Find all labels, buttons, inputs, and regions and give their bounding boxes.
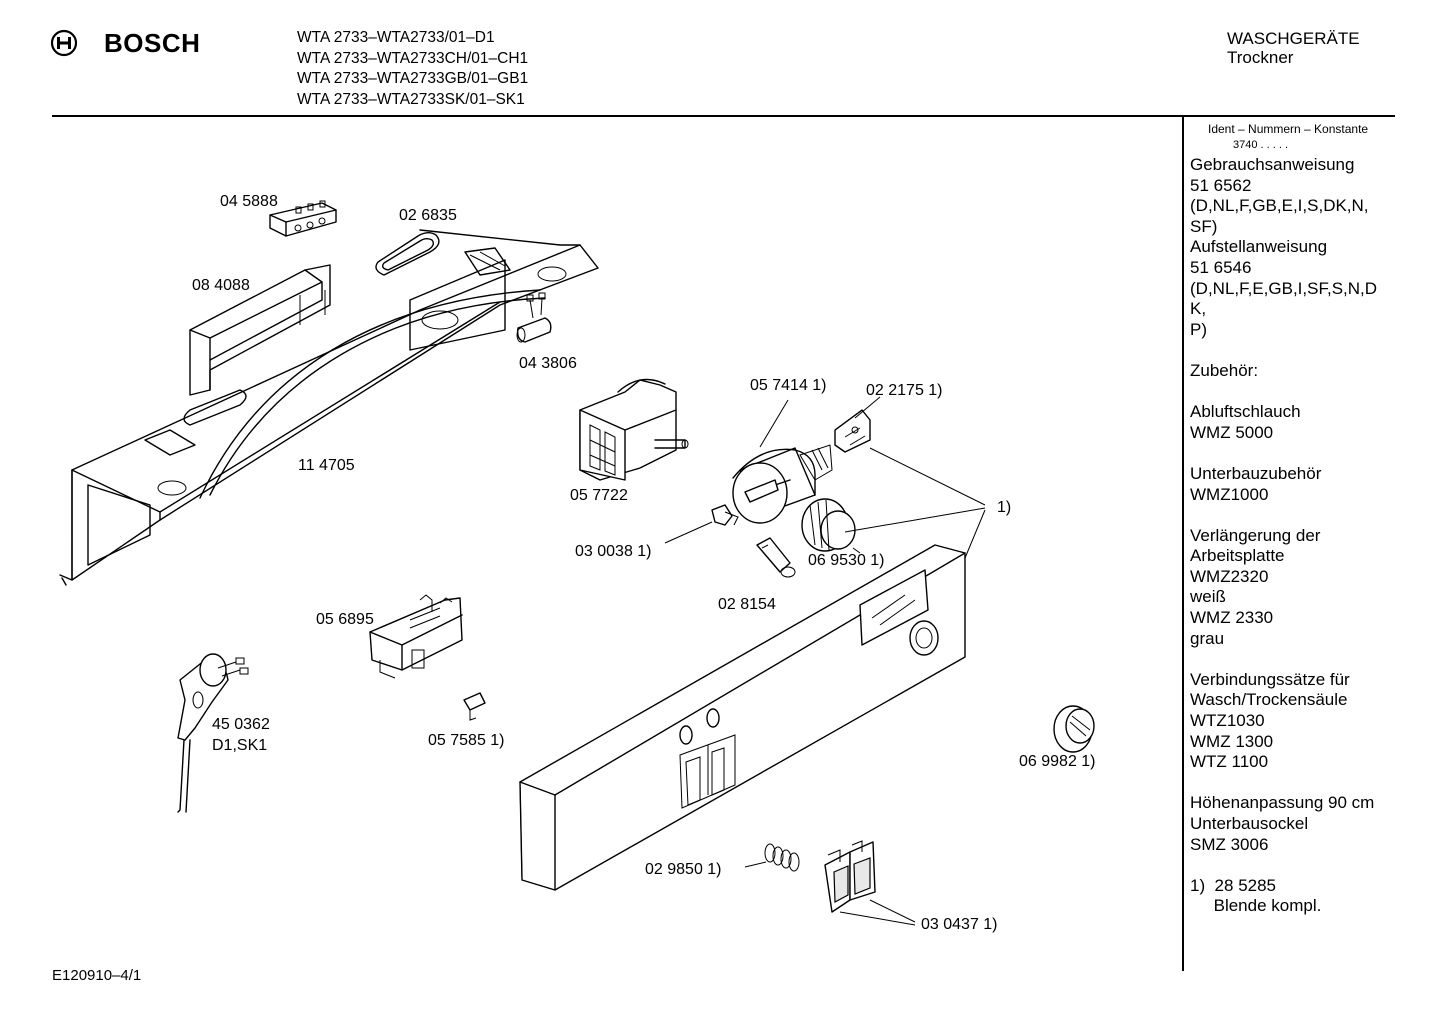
microswitch-drawing <box>834 409 871 453</box>
part-label: 03 0038 1) <box>575 543 652 560</box>
sidebar-line: WMZ2320 <box>1190 566 1269 586</box>
sidebar-line <box>1190 340 1405 361</box>
sidebar-line: (D,NL,F,GB,E,I,S,DK,N, <box>1190 196 1369 216</box>
model-line: WTA 2733–WTA2733SK/01–SK1 <box>297 90 525 108</box>
sidebar-line <box>1190 649 1405 670</box>
sidebar-line: SMZ 3006 <box>1190 834 1269 854</box>
model-line: WTA 2733–WTA2733/01–D1 <box>297 29 495 46</box>
sidebar-line: (D,NL,F,E,GB,I,SF,S,N,D <box>1190 278 1378 298</box>
part-label: 04 5888 <box>220 193 278 210</box>
part-label: 1) <box>997 499 1012 516</box>
push-buttons-drawing <box>824 840 916 926</box>
sidebar-line: Aufstellanweisung <box>1190 237 1328 257</box>
knob-unit-drawing <box>732 444 833 524</box>
part-label: 06 9982 1) <box>1019 753 1096 770</box>
header-divider <box>52 115 1395 117</box>
sidebar-line: SF) <box>1190 216 1218 236</box>
document-code: E120910–4/1 <box>52 967 142 984</box>
sidebar-line: 51 6546 <box>1190 257 1252 277</box>
exploded-parts-diagram <box>59 200 1095 926</box>
clip-drawing <box>463 692 486 721</box>
gear-ring-drawing <box>801 498 856 552</box>
lamp-holder-drawing <box>711 504 739 526</box>
part-label: 08 4088 <box>192 277 250 294</box>
part-label: 03 0437 1) <box>921 916 998 933</box>
sidebar-line: WMZ 1300 <box>1190 731 1274 751</box>
part-label: 06 9530 1) <box>808 552 885 569</box>
sidebar-line: P) <box>1190 319 1207 339</box>
part-label: 02 9850 1) <box>645 861 722 878</box>
sidebar-line <box>1190 505 1405 526</box>
sidebar-line: K, <box>1190 299 1207 319</box>
sidebar-line: Unterbausockel <box>1190 814 1309 833</box>
sidebar-line <box>1190 382 1405 403</box>
bosch-logo: BOSCH <box>48 28 208 60</box>
ident-value: 3740 . . . . . <box>1233 139 1289 151</box>
sidebar-line: Zubehör: <box>1190 360 1259 380</box>
bracket-drawing <box>189 264 331 396</box>
part-label: 02 6835 <box>399 207 457 224</box>
sidebar-line: WMZ 5000 <box>1190 422 1274 442</box>
sidebar-line: weiß <box>1190 587 1226 607</box>
sidebar-line: Blende kompl. <box>1190 896 1322 916</box>
power-plug-drawing <box>177 653 249 813</box>
door-seal-drawing <box>375 232 440 276</box>
part-label: 02 2175 1) <box>866 382 943 399</box>
control-knob-drawing <box>1053 705 1095 753</box>
part-label: 05 7585 1) <box>428 732 505 749</box>
sidebar-line <box>1190 773 1405 794</box>
indicator-bulb-drawing <box>756 537 796 578</box>
sidebar-line: WTZ1030 <box>1190 711 1265 731</box>
part-label: 04 3806 <box>519 355 577 372</box>
timer-drawing <box>579 378 689 481</box>
sidebar-line: Höhenanpassung 90 cm <box>1190 793 1375 813</box>
category-subtitle: Trockner <box>1227 48 1294 67</box>
part-label: 02 8154 <box>718 596 776 613</box>
sidebar-line: WMZ 2330 <box>1190 608 1274 628</box>
sidebar-line: Unterbauzubehör <box>1190 463 1322 483</box>
interference-filter-drawing <box>369 594 463 679</box>
part-label: 05 7722 <box>570 487 628 504</box>
sidebar-line: 51 6562 <box>1190 175 1252 195</box>
category-title: WASCHGERÄTE <box>1227 29 1360 48</box>
sidebar-line: Verlängerung der <box>1190 525 1321 545</box>
capacitor-drawing <box>516 292 552 343</box>
sidebar-line: WTZ 1100 <box>1190 752 1269 772</box>
sidebar-line: Wasch/Trockensäule <box>1190 690 1348 710</box>
model-line: WTA 2733–WTA2733CH/01–CH1 <box>297 49 529 67</box>
sidebar-line: WMZ1000 <box>1190 484 1269 504</box>
bosch-armature-icon <box>50 29 78 57</box>
sidebar-line <box>1190 855 1405 876</box>
model-list: WTA 2733–WTA2733/01–D1 WTA 2733–WTA2733C… <box>297 28 528 110</box>
category-block: WASCHGERÄTE Trockner <box>1227 29 1360 67</box>
spring-drawing <box>744 843 800 872</box>
sidebar-line: 1) 28 5285 <box>1190 875 1277 895</box>
ident-title: Ident – Nummern – Konstante <box>1208 122 1369 136</box>
sidebar-line: Arbeitsplatte <box>1190 546 1285 566</box>
sidebar-line: Verbindungssätze für <box>1190 669 1350 689</box>
sidebar-divider <box>1182 116 1184 971</box>
sidebar-line: Abluftschlauch <box>1190 402 1301 422</box>
sidebar-line: Gebrauchsanweisung <box>1190 155 1355 174</box>
part-label: 05 7414 1) <box>750 377 827 394</box>
connector-block-drawing <box>269 200 337 237</box>
brand-name: BOSCH <box>104 28 201 58</box>
part-label: 05 6895 <box>316 611 374 628</box>
part-label: D1,SK1 <box>212 737 268 754</box>
sidebar-line: grau <box>1190 628 1225 648</box>
part-label: 45 0362 <box>212 716 270 733</box>
control-panel-drawing <box>519 544 966 891</box>
main-frame-drawing <box>59 229 599 586</box>
sidebar-line <box>1190 443 1405 464</box>
model-line: WTA 2733–WTA2733GB/01–GB1 <box>297 70 529 87</box>
part-label: 11 4705 <box>298 457 355 474</box>
